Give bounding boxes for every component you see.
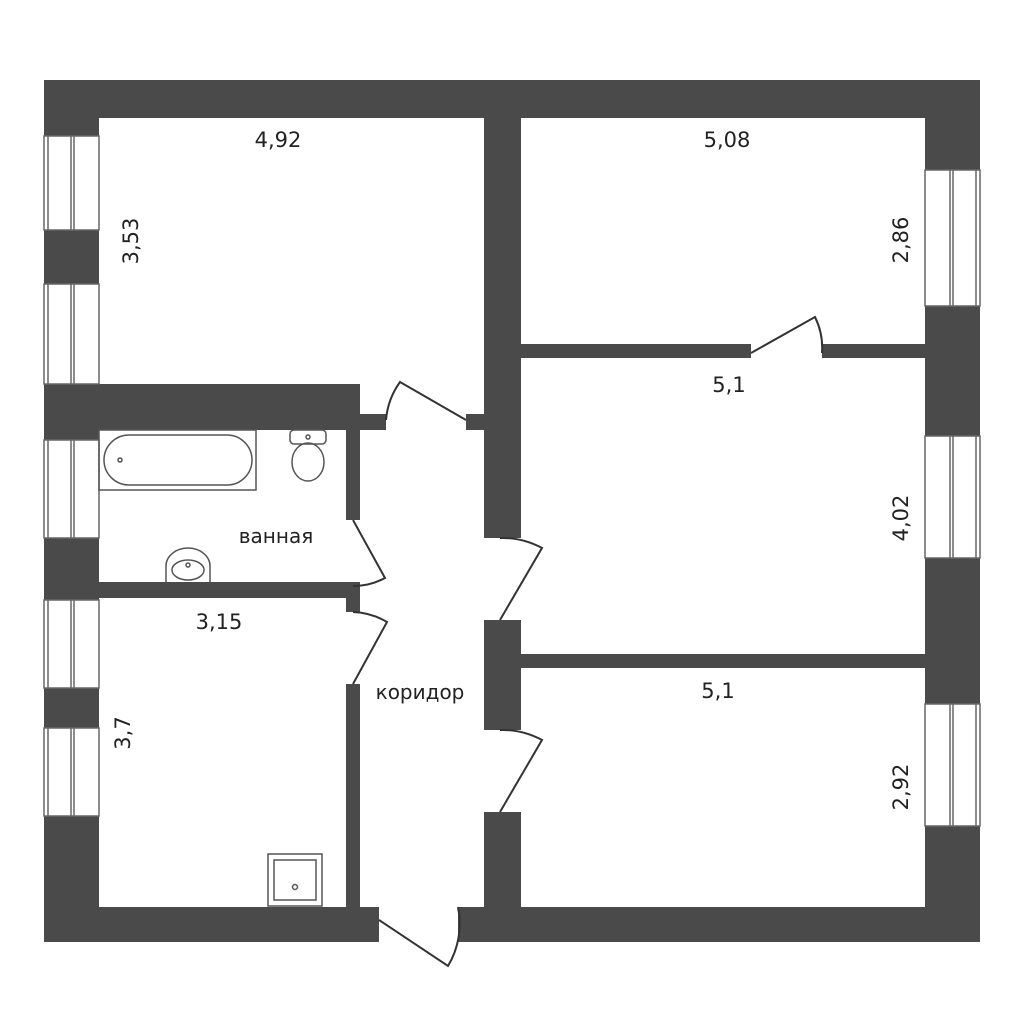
wall-bath-stub: [346, 582, 360, 612]
wall-bottom-left: [44, 907, 379, 942]
wall-topright-bottom-b: [822, 344, 925, 358]
wall-center-upper: [484, 118, 521, 430]
wall-topleft-stub: [360, 414, 386, 430]
window-right-3: [924, 703, 981, 827]
wall-topright-bottom-a: [521, 344, 751, 358]
door-bottom-left-room: [352, 611, 389, 685]
door-bottom-right-room: [499, 728, 544, 813]
window-left-1: [43, 135, 100, 231]
window-left-2: [43, 283, 100, 385]
top-right-height: 2,86: [889, 217, 913, 264]
wall-midright-bottom: [521, 654, 925, 668]
wall-bath-bottom: [99, 582, 360, 598]
wall-top: [44, 80, 980, 118]
bathroom-label: ванная: [239, 524, 313, 548]
door-bathroom: [352, 519, 387, 588]
windows: [43, 135, 981, 827]
window-right-2: [924, 435, 981, 559]
shower-tray-icon: [267, 853, 323, 907]
door-middle-right-room: [499, 536, 544, 621]
top-left-height: 3,53: [119, 218, 143, 265]
sink-icon: [165, 547, 211, 582]
wall-bottomleft-right: [346, 684, 360, 908]
top-right-width: 5,08: [704, 128, 751, 152]
wall-bath-right: [346, 428, 360, 520]
door-top-left-room: [385, 380, 467, 421]
bottom-right-width: 5,1: [701, 679, 734, 703]
interior-walls: [44, 118, 925, 908]
middle-right-width: 5,1: [712, 373, 745, 397]
bottom-right-height: 2,92: [889, 764, 913, 811]
bathtub-icon: [98, 429, 257, 491]
top-left-width: 4,92: [255, 128, 302, 152]
toilet-icon: [289, 429, 327, 482]
wall-bottom-right: [458, 907, 980, 942]
door-top-right-room: [750, 315, 824, 354]
window-left-3: [43, 439, 100, 539]
wall-center-mid: [484, 418, 521, 538]
door-entrance: [378, 906, 461, 968]
window-right-1: [924, 169, 981, 307]
doors: [352, 315, 824, 968]
wall-stub-right: [466, 414, 488, 430]
window-left-5: [43, 727, 100, 817]
bottom-left-width: 3,15: [196, 610, 243, 634]
window-left-4: [43, 599, 100, 689]
corridor-label: коридор: [376, 680, 465, 704]
middle-right-height: 4,02: [889, 495, 913, 542]
wall-topleft-bottom: [44, 384, 360, 430]
bottom-left-height: 3,7: [111, 716, 135, 749]
wall-center-lower: [484, 812, 521, 908]
wall-center-mid2: [484, 620, 521, 730]
